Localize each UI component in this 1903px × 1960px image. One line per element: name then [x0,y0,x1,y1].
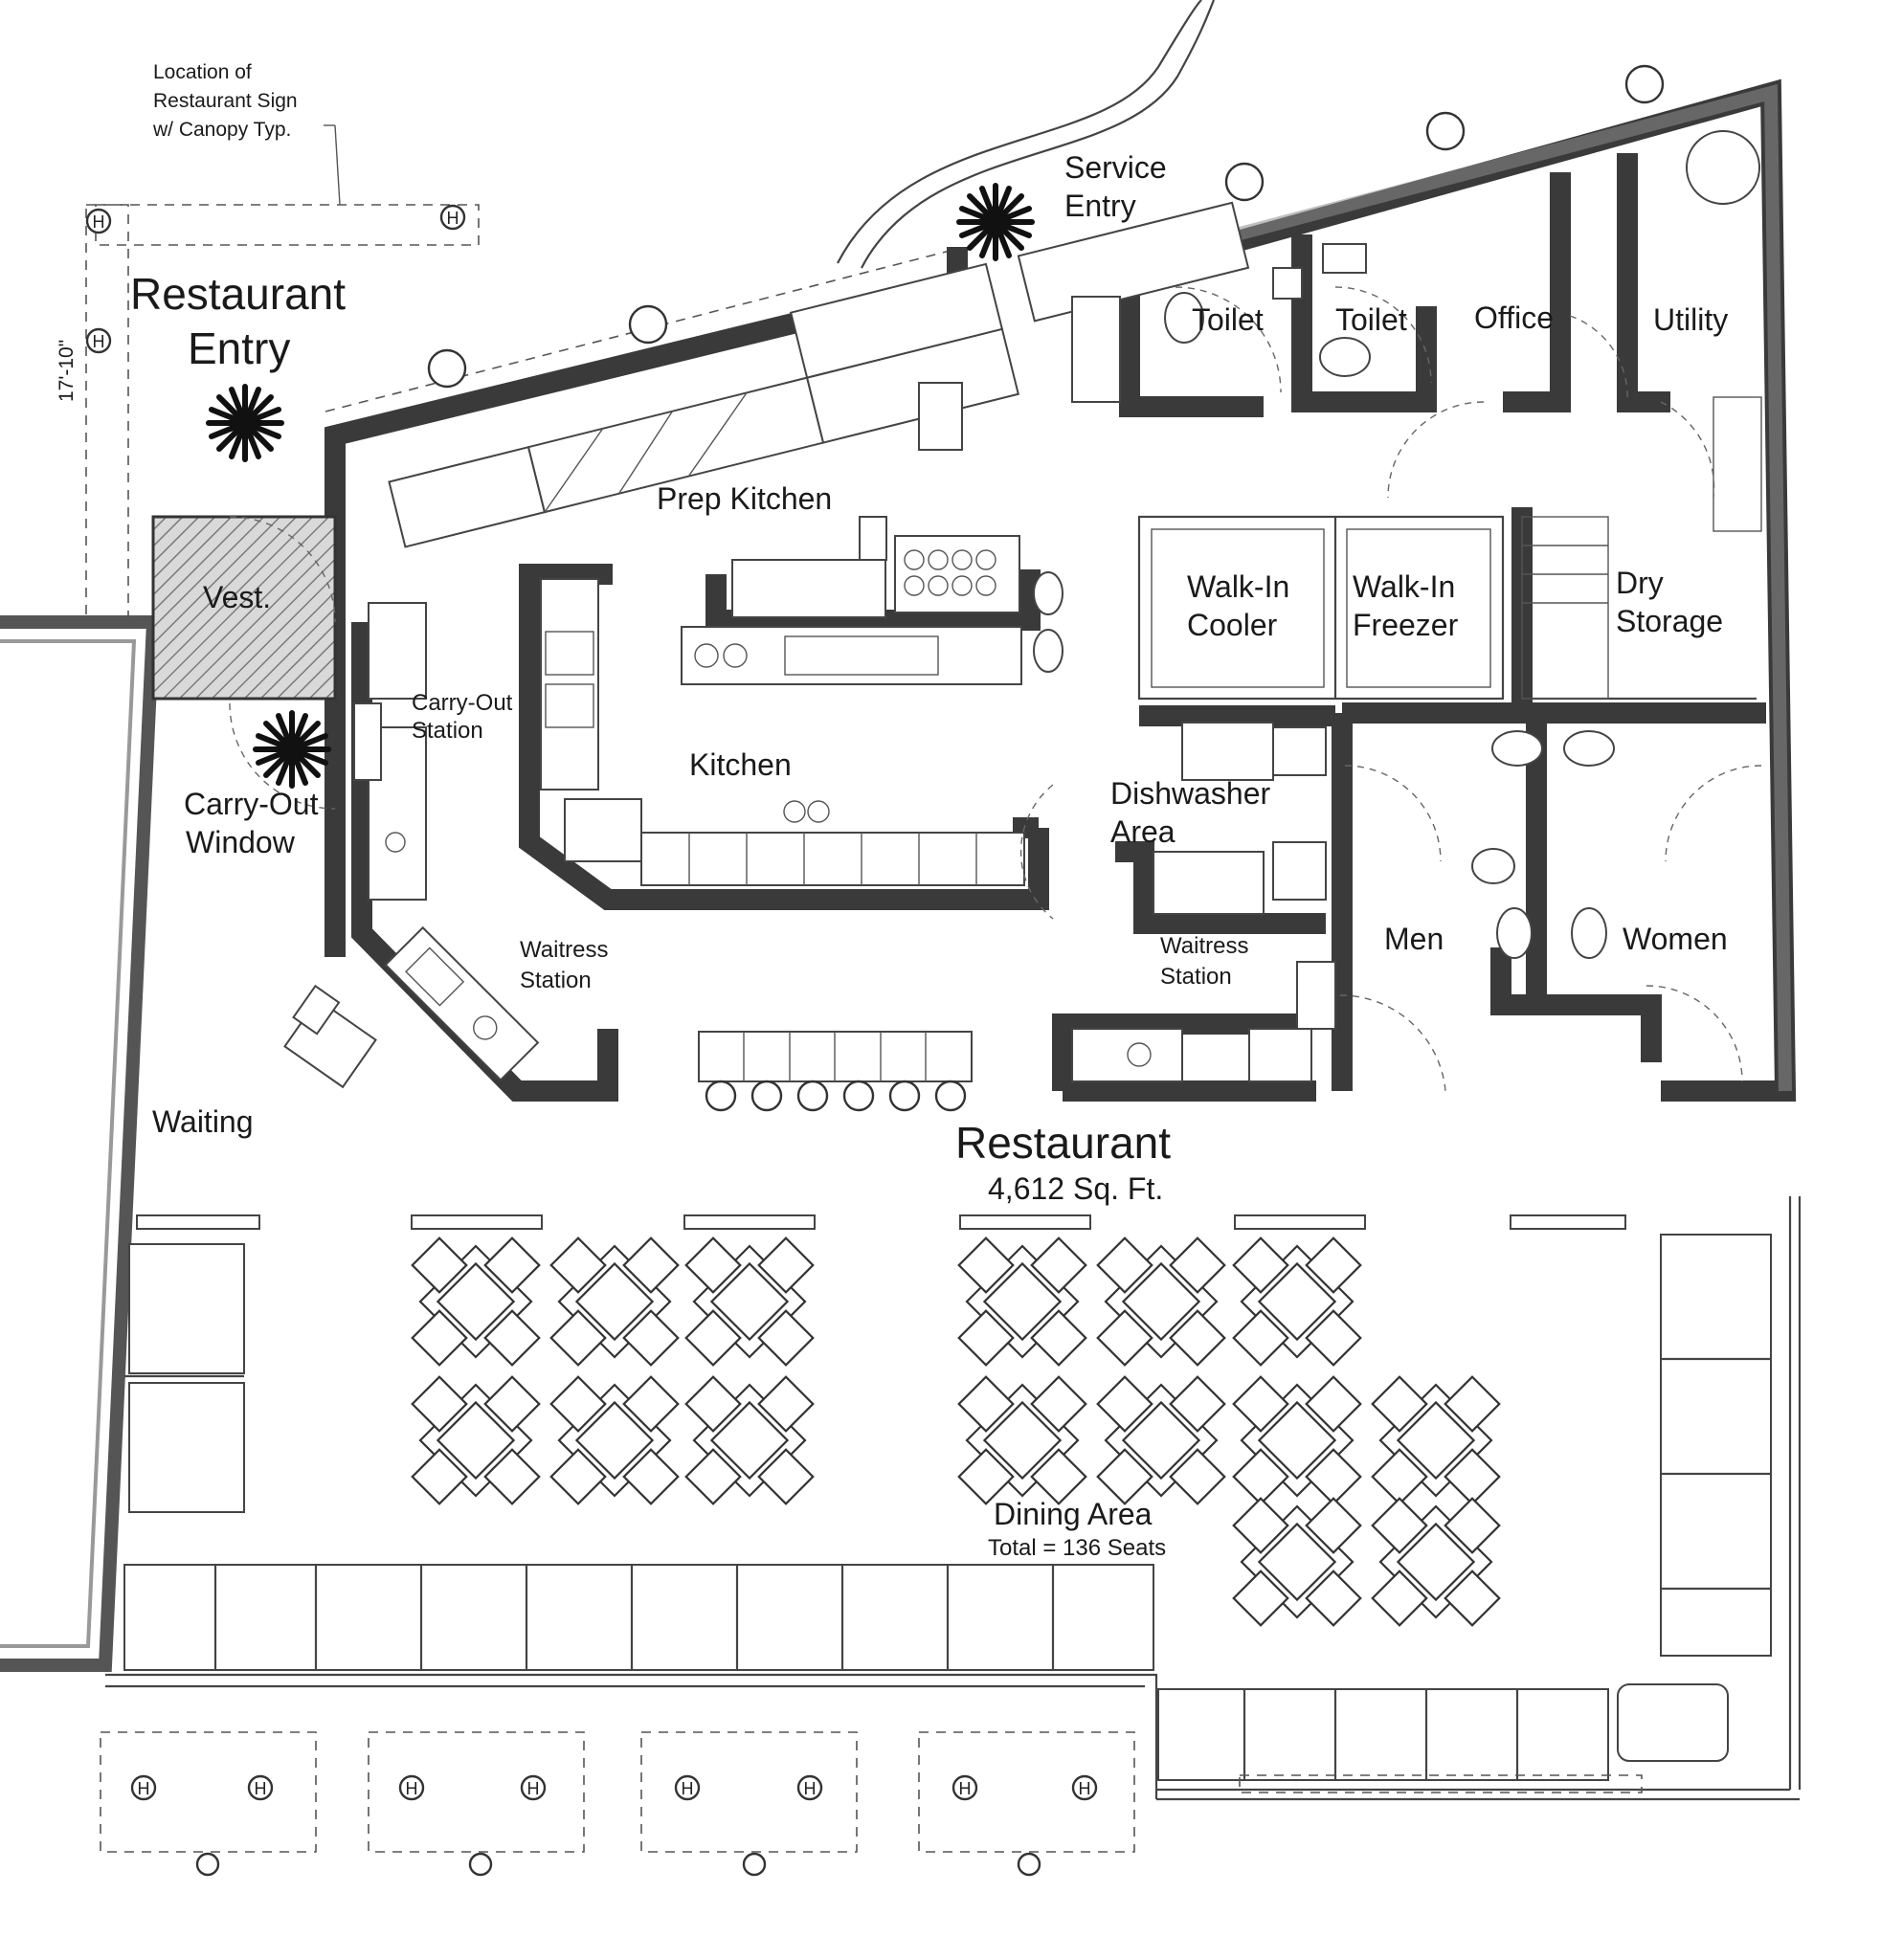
dishwasher-area-label-1: Dishwasher [1110,776,1271,811]
waitress-station-label-1b: Station [520,968,592,993]
waitress-station-label-2a: Waitress [1160,933,1248,959]
interior-partitions [351,153,1766,1102]
walk-in-cooler-label-2: Cooler [1187,608,1278,642]
carry-out-station-label-2: Station [412,718,483,744]
dry-storage-label-1: Dry [1616,566,1664,600]
patio [100,1731,1643,1877]
door-swings [229,286,1762,1092]
restaurant-entry-marker [209,387,281,459]
dimension-label: 17'-10" [56,340,78,402]
waiting-label: Waiting [152,1104,254,1139]
vestibule-label: Vest. [203,580,271,614]
office-label: Office [1474,301,1554,335]
site-features [0,0,1665,1672]
waitress-station-label-1a: Waitress [520,937,608,963]
kitchen-equipment [283,130,1762,1089]
women-label: Women [1623,922,1728,956]
toilet-label-2: Toilet [1335,302,1407,337]
counter-stools [698,1031,973,1112]
room-labels: Location of Restaurant Sign w/ Canopy Ty… [56,61,1728,1561]
walk-in-cooler-label-1: Walk-In [1187,569,1289,604]
service-entry-marker [959,186,1032,258]
men-label: Men [1384,922,1444,956]
restaurant-entry-label-1: Restaurant [130,269,346,319]
dishwasher-area-label-2: Area [1110,814,1175,849]
restaurant-entry-label-2: Entry [188,323,290,373]
waitress-station-label-2b: Station [1160,964,1232,990]
sign-note-line-2: Restaurant Sign [153,90,298,112]
total-seats-label: Total = 136 Seats [988,1535,1166,1561]
service-entry-label-2: Entry [1064,189,1136,223]
burner-grid [904,549,996,596]
walk-in-freezer-label-2: Freezer [1353,608,1459,642]
sign-note-line-1: Location of [153,61,252,83]
dry-storage-label-2: Storage [1616,604,1723,638]
service-entry-label-1: Service [1064,150,1167,185]
booth-seating [123,1214,1772,1781]
prep-kitchen-label: Prep Kitchen [657,481,832,516]
vestibule-floor [151,515,337,701]
carry-out-station-label-1: Carry-Out [412,690,513,716]
restaurant-label: Restaurant [955,1118,1171,1168]
carry-out-window-label-2: Window [186,825,296,859]
utility-label: Utility [1653,302,1728,337]
carry-out-window-label-1: Carry-Out [184,787,319,821]
carry-out-window-marker [256,713,328,786]
walk-in-freezer-label-1: Walk-In [1353,569,1455,604]
dining-area-label: Dining Area [994,1497,1153,1531]
toilet-label-1: Toilet [1192,302,1264,337]
sign-note-line-3: w/ Canopy Typ. [152,119,291,141]
kitchen-label: Kitchen [689,747,792,782]
area-label: 4,612 Sq. Ft. [988,1171,1163,1206]
